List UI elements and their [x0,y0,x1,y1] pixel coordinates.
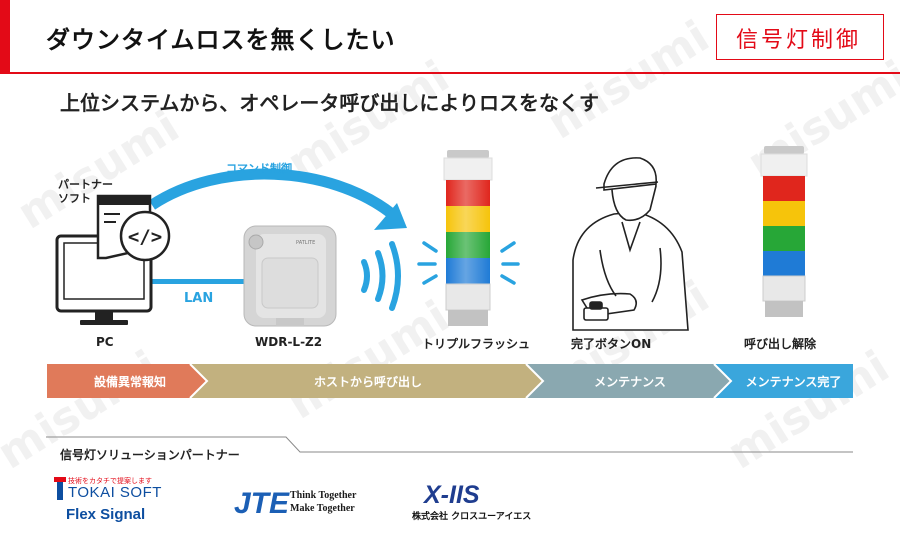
pc-monitor-icon [55,234,153,325]
category-badge [716,14,884,60]
release-caption: 呼び出し解除 [744,337,817,351]
process-flow-bar [47,363,853,399]
flash-rays [417,241,520,285]
pc-caption: PC [96,335,114,349]
wireless-signal-icon [361,241,401,311]
tokai-soft-name: TOKAI SOFT [68,484,162,501]
code-window-icon: </> [96,194,171,262]
jte-tagline: Think Together Make Together [290,489,356,515]
xis-logo: X-IIS [422,481,480,509]
tokai-soft-logo-mark [54,477,66,500]
triple-flash-caption: トリプルフラッシュ [422,337,531,351]
lan-connection-line [150,279,246,284]
header-divider [0,72,900,74]
stage-3-label: メンテナンス [594,375,666,389]
command-control-label: コマンド制御 [226,162,292,175]
device-brand-label: PATLITE [296,240,315,246]
jte-logo-text: JTE [234,487,290,520]
jte-logo: JTE [234,487,290,520]
wireless-receiver-device [243,225,337,327]
stage-2-label: ホストから呼び出し [313,375,422,389]
signal-tower-released [760,146,808,317]
subtitle: 上位システムから、オペレータ呼び出しによりロスをなくす [60,91,599,115]
signal-tower-flashing [443,150,493,326]
flex-signal-name: Flex Signal [66,506,146,523]
stage-4-label: メンテナンス完了 [745,375,842,389]
category-label: 信号灯制御 [736,28,862,53]
stage-1-label: 設備異常報知 [93,375,166,389]
stage-1-shape [47,364,207,398]
tokai-slogan: 技術をカタチで提案します [68,477,152,485]
partners-divider [46,436,853,453]
page-title: ダウンタイムロスを無くしたい [46,26,396,54]
header-accent-bar [0,0,10,72]
operator-pressing-button-illustration [572,157,689,331]
partner-software-label-line2: ソフト [58,192,91,205]
stage-2-shape [190,364,543,398]
jte-tagline-line1: Think Together [290,490,357,501]
stage-3-shape [526,364,731,398]
complete-button-caption: 完了ボタンON [571,337,652,351]
receiver-caption: WDR-L-Z2 [255,335,323,349]
partner-software-label-line1: パートナー [58,178,113,191]
lan-label: LAN [184,291,214,306]
partners-title: 信号灯ソリューションパートナー [60,448,240,462]
jte-tagline-line2: Make Together [290,503,355,514]
stage-4-shape [714,364,853,398]
xis-company-name: 株式会社 クロスユーアイエス [412,512,532,522]
command-arrow [148,168,407,230]
svg-text:</>: </> [128,226,162,248]
xis-logo-text: X-IIS [422,481,480,509]
